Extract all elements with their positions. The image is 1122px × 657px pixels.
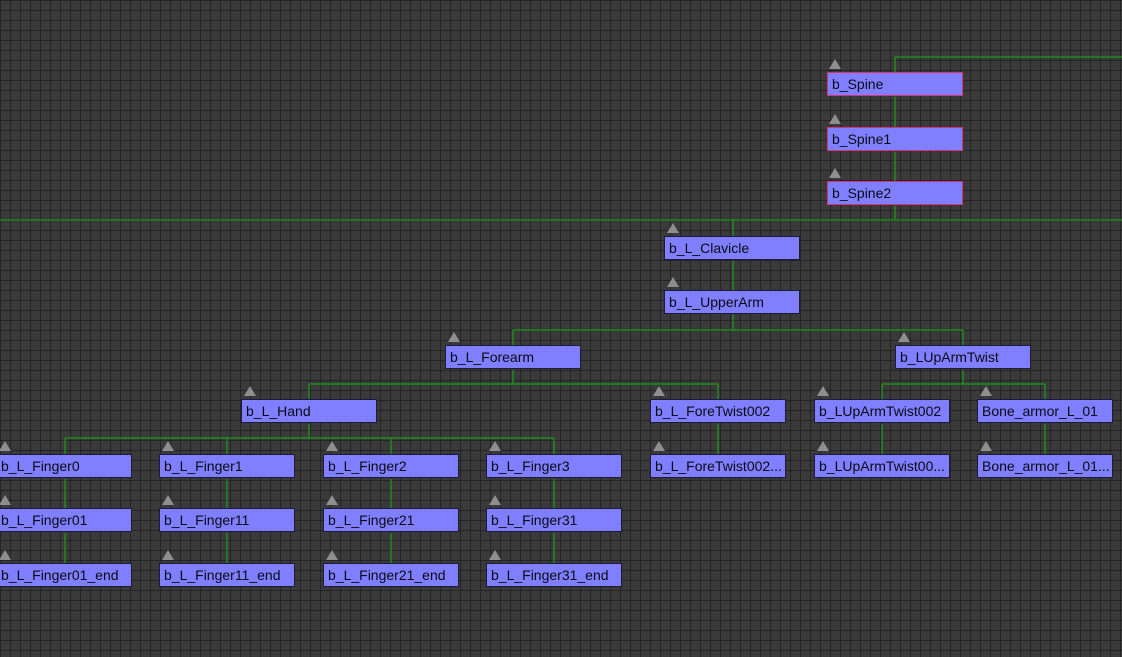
expand-triangle-icon[interactable] <box>326 550 338 560</box>
node-b-spine2[interactable]: b_Spine2 <box>827 181 963 205</box>
node-b-l-foretwist002-child[interactable]: b_L_ForeTwist002... <box>650 454 786 478</box>
expand-triangle-icon[interactable] <box>244 386 256 396</box>
node-b-l-finger21[interactable]: b_L_Finger21 <box>323 508 459 532</box>
expand-triangle-icon[interactable] <box>326 441 338 451</box>
expand-triangle-icon[interactable] <box>817 386 829 396</box>
expand-triangle-icon[interactable] <box>829 59 841 69</box>
expand-triangle-icon[interactable] <box>326 495 338 505</box>
expand-triangle-icon[interactable] <box>667 223 679 233</box>
expand-triangle-icon[interactable] <box>0 495 11 505</box>
expand-triangle-icon[interactable] <box>898 332 910 342</box>
node-b-l-foretwist002[interactable]: b_L_ForeTwist002 <box>650 399 786 423</box>
node-b-l-finger1[interactable]: b_L_Finger1 <box>159 454 295 478</box>
expand-triangle-icon[interactable] <box>162 550 174 560</box>
expand-triangle-icon[interactable] <box>653 386 665 396</box>
node-b-l-finger21-end[interactable]: b_L_Finger21_end <box>323 563 459 587</box>
node-bone-armor-l-01-child[interactable]: Bone_armor_L_01... <box>977 454 1113 478</box>
node-bone-armor-l-01[interactable]: Bone_armor_L_01 <box>977 399 1113 423</box>
expand-triangle-icon[interactable] <box>489 495 501 505</box>
node-b-l-upperarm[interactable]: b_L_UpperArm <box>664 290 800 314</box>
expand-triangle-icon[interactable] <box>489 441 501 451</box>
node-b-spine1[interactable]: b_Spine1 <box>827 127 963 151</box>
node-b-lupармtwist[interactable]: b_LUpArmTwist <box>895 345 1031 369</box>
node-b-l-finger3[interactable]: b_L_Finger3 <box>486 454 622 478</box>
expand-triangle-icon[interactable] <box>817 441 829 451</box>
node-b-l-finger31-end[interactable]: b_L_Finger31_end <box>486 563 622 587</box>
node-b-spine[interactable]: b_Spine <box>827 72 963 96</box>
expand-triangle-icon[interactable] <box>653 441 665 451</box>
node-b-l-hand[interactable]: b_L_Hand <box>241 399 377 423</box>
node-b-l-clavicle[interactable]: b_L_Clavicle <box>664 236 800 260</box>
expand-triangle-icon[interactable] <box>0 550 11 560</box>
node-b-l-finger01[interactable]: b_L_Finger01 <box>0 508 132 532</box>
expand-triangle-icon[interactable] <box>448 332 460 342</box>
node-b-l-forearm[interactable]: b_L_Forearm <box>445 345 581 369</box>
node-b-luparmtwist00-child[interactable]: b_LUpArmTwist00... <box>814 454 950 478</box>
expand-triangle-icon[interactable] <box>980 386 992 396</box>
node-b-l-finger0[interactable]: b_L_Finger0 <box>0 454 132 478</box>
node-b-l-finger31[interactable]: b_L_Finger31 <box>486 508 622 532</box>
expand-triangle-icon[interactable] <box>829 168 841 178</box>
node-b-l-finger01-end[interactable]: b_L_Finger01_end <box>0 563 132 587</box>
node-b-l-finger11-end[interactable]: b_L_Finger11_end <box>159 563 295 587</box>
node-b-luparmtwist002[interactable]: b_LUpArmTwist002 <box>814 399 950 423</box>
expand-triangle-icon[interactable] <box>162 495 174 505</box>
expand-triangle-icon[interactable] <box>0 441 11 451</box>
node-b-l-finger11[interactable]: b_L_Finger11 <box>159 508 295 532</box>
expand-triangle-icon[interactable] <box>162 441 174 451</box>
expand-triangle-icon[interactable] <box>980 441 992 451</box>
node-b-l-finger2[interactable]: b_L_Finger2 <box>323 454 459 478</box>
expand-triangle-icon[interactable] <box>489 550 501 560</box>
expand-triangle-icon[interactable] <box>829 114 841 124</box>
expand-triangle-icon[interactable] <box>667 277 679 287</box>
